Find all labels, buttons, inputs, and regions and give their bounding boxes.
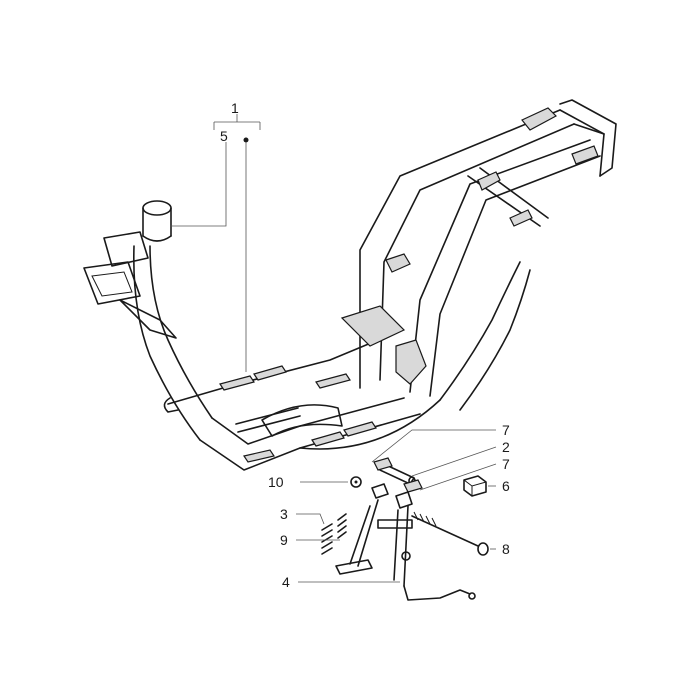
rubber-block-part xyxy=(463,475,487,497)
bolt-part xyxy=(411,511,489,556)
callout-5: 5 xyxy=(220,128,228,144)
callout-8: 8 xyxy=(502,541,510,557)
callout-4: 4 xyxy=(282,574,290,590)
callout-1: 1 xyxy=(231,100,239,116)
washer-parts xyxy=(373,457,423,493)
spring-part xyxy=(321,523,333,555)
callout-2: 2 xyxy=(502,439,510,455)
leader-lines xyxy=(170,114,497,583)
callout-7-upper: 7 xyxy=(502,422,510,438)
callout-3: 3 xyxy=(280,506,288,522)
callout-7-lower: 7 xyxy=(502,456,510,472)
scooter-frame xyxy=(83,99,617,471)
nut-part xyxy=(350,476,362,488)
spring-small-part xyxy=(337,513,347,539)
centre-stand-part xyxy=(335,483,476,601)
callout-6: 6 xyxy=(502,478,510,494)
callout-9: 9 xyxy=(280,532,288,548)
callout-10: 10 xyxy=(268,474,284,490)
